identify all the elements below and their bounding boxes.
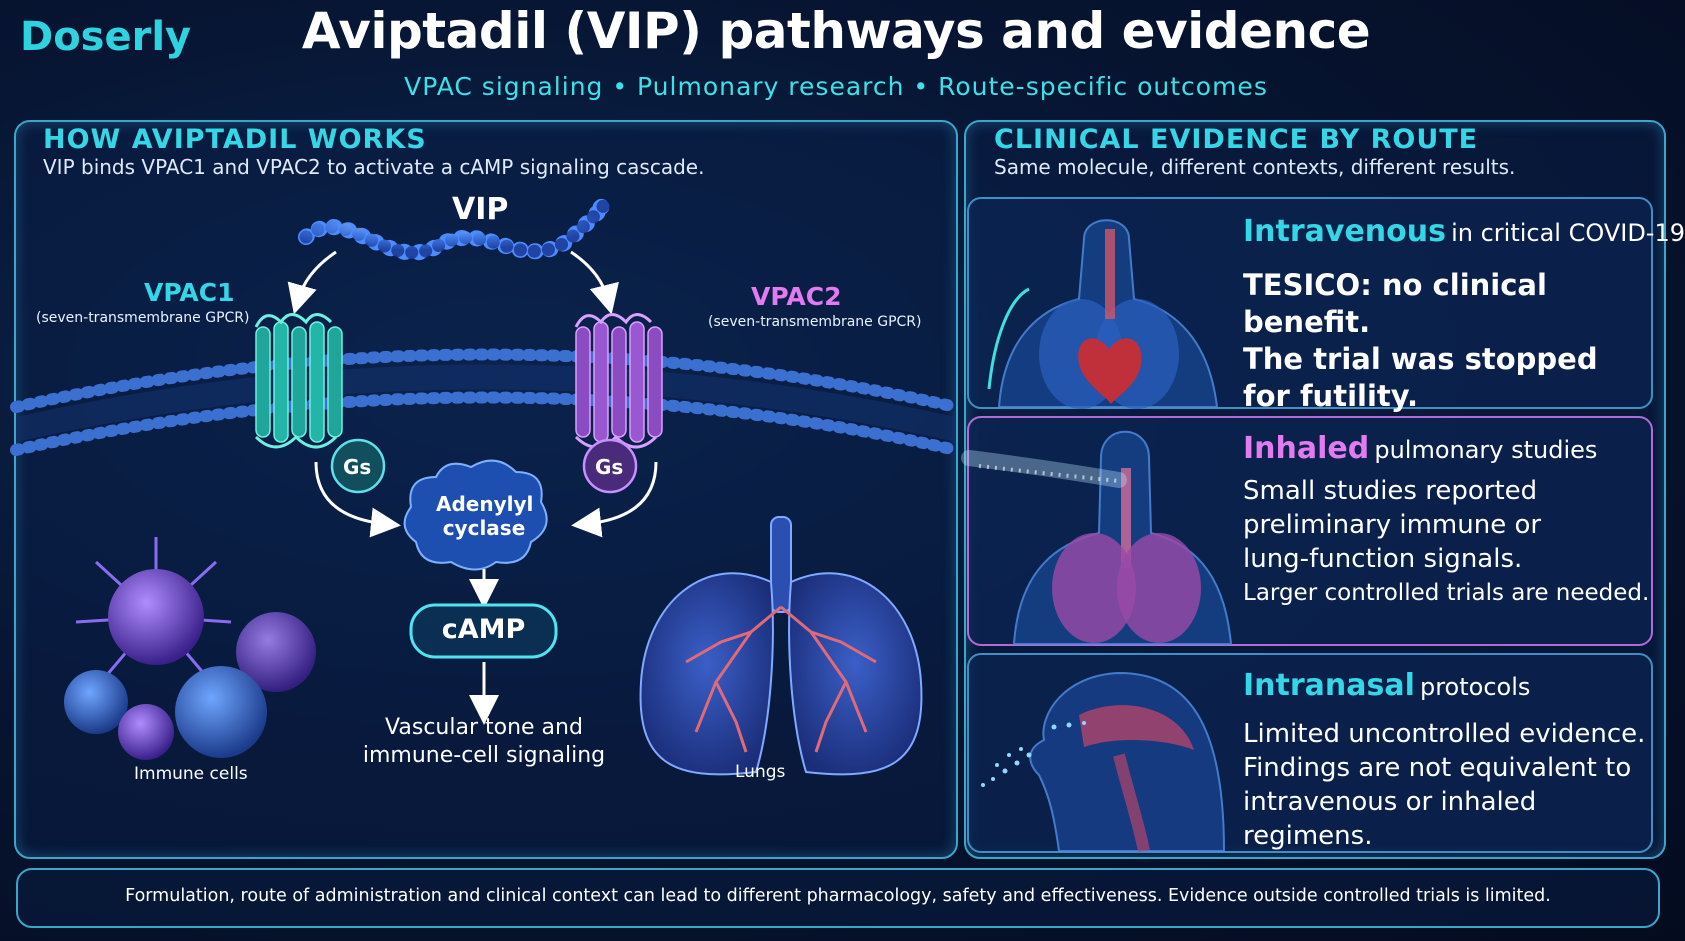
gs-label-vpac2: Gs [595,455,624,479]
arrow-gs2-to-ac [571,461,658,538]
inhaled-torso-illustration [961,430,1233,645]
intranasal-route: Intranasal [1243,668,1415,703]
immune-cells-illustration [64,537,316,760]
inhaled-card: Inhaled pulmonary studies Small studies … [961,416,1653,646]
gs-protein-vpac1 [330,438,386,494]
footer-disclaimer: Formulation, route of administration and… [16,868,1660,928]
outcome-label-line2: immune-cell signaling [362,743,606,768]
intranasal-line-2: Findings are not equivalent to [1243,753,1632,783]
page-subtitle: VPAC signaling • Pulmonary research • Ro… [404,72,1268,101]
intranasal-head-illustration [981,671,1226,853]
inhaled-line-3: lung-function signals. [1243,544,1523,574]
evidence-description: Same molecule, different contexts, diffe… [994,155,1516,179]
intravenous-context: in critical COVID-19 [1451,219,1685,247]
intravenous-route: Intravenous [1243,214,1446,249]
camp-label: cAMP [441,614,526,645]
intravenous-line-2: The trial was stopped [1243,342,1598,376]
vip-label: VIP [452,192,509,227]
adenylyl-cyclase-label-line2: cyclase [442,516,526,540]
inhaled-line-1: Small studies reported [1243,476,1538,506]
mechanism-heading: HOW AVIPTADIL WORKS [43,124,427,155]
adenylyl-cyclase-icon [403,459,548,571]
intravenous-card: Intravenous in critical COVID-19 TESICO:… [967,197,1685,413]
camp-node [409,603,558,659]
vpac1-label: VPAC1 [144,278,235,307]
inhaled-context: pulmonary studies [1374,436,1598,464]
intranasal-context: protocols [1419,673,1531,701]
lungs-label: Lungs [735,762,786,782]
arrow-vip-to-vpac2 [570,250,619,315]
vpac2-label: VPAC2 [751,282,842,311]
brand-logo: Doserly [20,14,192,60]
intranasal-card: Intranasal protocols Limited uncontrolle… [967,653,1653,853]
inhaled-route: Inhaled [1243,431,1370,466]
vpac2-sublabel: (seven-transmembrane GPCR) [708,314,922,330]
lungs-illustration [639,516,923,776]
immune-cells-label: Immune cells [134,764,248,784]
iv-torso-illustration [987,219,1219,409]
evidence-heading: CLINICAL EVIDENCE BY ROUTE [994,124,1479,155]
vpac1-sublabel: (seven-transmembrane GPCR) [36,310,250,326]
intranasal-line-3: intravenous or inhaled regimens. [1243,787,1537,851]
gs-label-vpac1: Gs [343,455,372,479]
mechanism-illustration [10,196,962,776]
intranasal-line-1: Limited uncontrolled evidence. [1243,719,1646,749]
vpac1-receptor-icon [254,313,343,449]
footer-text: Formulation, route of administration and… [125,886,1551,906]
evidence-panel: CLINICAL EVIDENCE BY ROUTE Same molecule… [961,120,1685,859]
intravenous-line-3: for futility. [1243,379,1419,413]
inhaled-line-2: preliminary immune or [1243,510,1542,540]
mechanism-panel: HOW AVIPTADIL WORKS VIP binds VPAC1 and … [10,120,962,859]
inhaled-line-4: Larger controlled trials are needed. [1243,580,1650,606]
adenylyl-cyclase-label-line1: Adenylyl [436,492,534,516]
arrow-gs1-to-ac [314,461,401,538]
mechanism-description: VIP binds VPAC1 and VPAC2 to activate a … [43,155,705,179]
gs-protein-vpac2 [582,438,638,494]
membrane-inner-layer [10,391,962,456]
page-title: Aviptadil (VIP) pathways and evidence [301,2,1371,60]
vpac2-receptor-icon [574,313,663,449]
intravenous-line-1: TESICO: no clinical benefit. [1243,268,1547,339]
arrow-vip-to-vpac1 [287,250,337,315]
membrane-outer-layer [10,348,962,413]
outcome-label-line1: Vascular tone and [385,715,583,740]
